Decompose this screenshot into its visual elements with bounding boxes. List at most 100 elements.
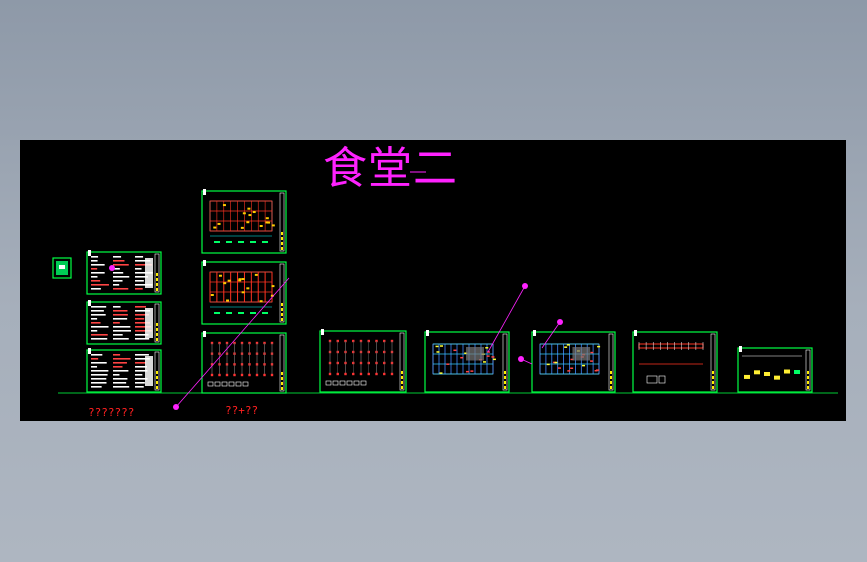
title-block [399,332,405,391]
sheet-frame [86,301,162,345]
note-line [135,338,150,340]
rebar-mark [487,351,491,353]
rebar-mark [439,372,443,374]
rebar-mark [567,370,571,372]
title-block-mark [504,371,506,374]
sheet-frame [632,331,718,393]
note-line [113,354,121,356]
plan-mark [254,273,258,276]
column-mark [270,373,274,377]
note-line [135,382,145,384]
sheet-notes-2 [86,300,162,345]
rebar-mark [485,347,489,349]
column-mark [255,373,259,377]
elevation-mark [794,369,800,374]
sheet-frame [531,331,616,393]
elevation-band [638,343,704,349]
note-line [91,330,98,332]
title-block [279,263,285,323]
rebar-mark [590,351,594,354]
rebar-mark [491,356,495,358]
sheet-tag [321,329,324,335]
label-left: ??????? [88,406,135,419]
sheet-plan-4 [319,329,407,393]
rebar-mark [482,361,486,363]
column-mark [263,373,266,377]
title-block-mark [281,313,283,316]
note-line [135,310,151,312]
note-line [91,358,99,360]
plan-mark [238,279,242,282]
title-block-mark [156,283,158,286]
leader-line [487,285,526,353]
note-line [91,354,103,356]
note-line [113,272,124,274]
note-line [135,362,147,364]
title-block-mark [712,371,714,374]
rebar-mark [570,358,574,361]
detail-box [235,381,242,387]
sheet-tag [88,348,91,354]
elevation-mark [764,371,770,376]
note-line [135,366,147,368]
note-line [135,314,150,316]
note-line [91,268,98,270]
detail-box [646,375,658,384]
title-block-mark [504,376,506,379]
title-block [805,349,811,391]
column-mark [344,372,347,376]
plan-mark [241,291,245,294]
title-block [154,303,160,343]
detail-box [658,375,666,384]
legend-mark [262,312,268,314]
column-mark [383,372,386,376]
note-line [135,326,152,328]
column-mark [218,373,221,377]
elevation-mark [774,375,780,380]
note-line [91,326,109,328]
title-block-mark [281,382,283,385]
cad-model-space[interactable]: 食堂二 ??????? ??+?? [20,140,846,421]
elevation-mark [784,369,790,374]
note-line [91,374,108,376]
sheet-plan-6 [531,330,616,393]
sheet-frame [201,332,287,394]
plan-mark [265,217,269,220]
elevation-mark [754,370,760,375]
note-line [135,264,152,266]
sheet-tag [426,330,429,336]
sheet-frame [201,190,287,254]
rebar-mark [564,346,568,348]
sheet-tag [88,250,91,256]
sheet-tag [533,330,536,336]
note-line [91,366,98,368]
title-block-mark [156,288,158,291]
plan-mark [242,212,246,215]
note-line [113,310,128,312]
rebar-mark [582,364,586,367]
leader-line [541,321,561,349]
drawing-title: 食堂二 [323,143,458,194]
note-line [91,322,101,324]
legend-mark [214,241,220,243]
note-line [91,306,107,308]
rebar-mark [470,370,474,372]
sheet-tag [634,330,637,336]
detail-box [332,380,339,386]
sheet-frame [737,347,813,393]
rebar-mark [554,361,558,364]
note-line [135,256,144,258]
note-line [135,358,150,360]
column-mark [336,372,339,376]
detail-box [353,380,360,386]
rebar-mark [546,363,550,366]
sheet-frame [201,261,287,325]
sheet-tag [203,260,206,266]
plan-mark [265,221,269,224]
detail-box [346,380,353,386]
column-mark [328,372,332,376]
note-line [113,370,129,372]
sheet-plan-2 [201,260,287,325]
hatch-area [572,347,591,361]
note-line [91,256,99,258]
